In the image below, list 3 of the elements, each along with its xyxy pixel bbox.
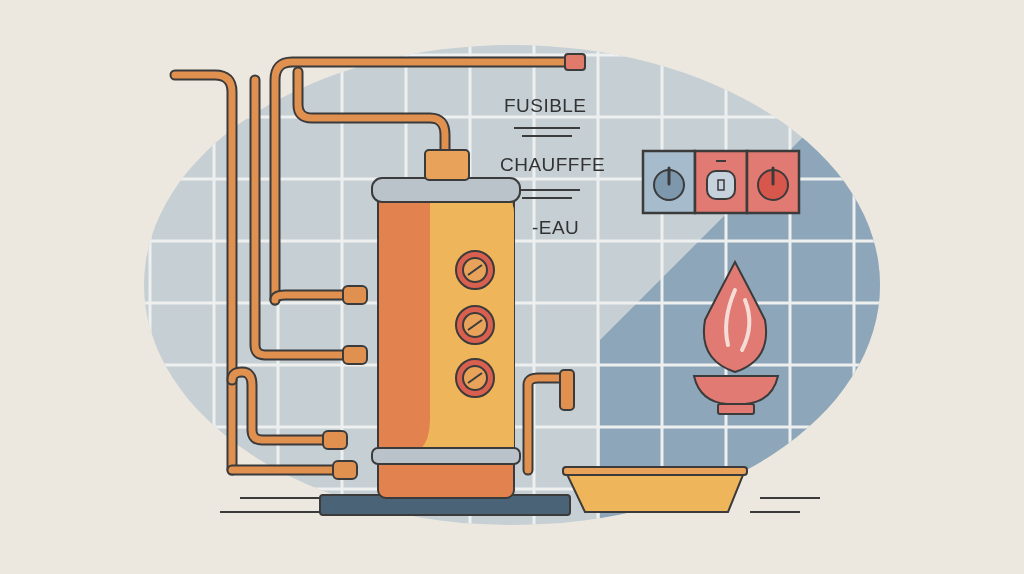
heater-label: CHAUFFFE bbox=[500, 155, 606, 174]
heater-label: FUSIBLE bbox=[504, 96, 587, 115]
heater-label: -EAU bbox=[532, 218, 580, 237]
